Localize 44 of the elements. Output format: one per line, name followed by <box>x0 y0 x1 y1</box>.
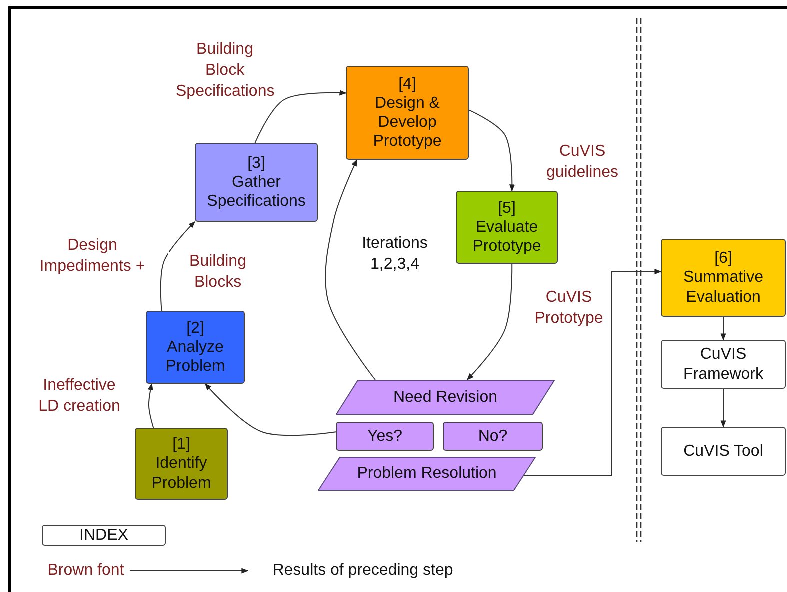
process-box <box>195 143 318 222</box>
node-label: CuVIS Tool <box>684 442 764 462</box>
node-label: Problem Resolution <box>357 464 497 484</box>
process-box <box>661 239 786 317</box>
node-label: Yes? <box>368 426 402 446</box>
node-label: Summative Evaluation <box>682 268 765 307</box>
output-box <box>661 427 786 476</box>
node-label: Evaluate Prototype <box>472 218 542 256</box>
legend-text: Brown font <box>48 561 124 581</box>
option-box <box>443 422 543 451</box>
arrow <box>466 264 513 380</box>
legend-text: Results of preceding step <box>272 561 454 581</box>
arrow <box>720 316 726 341</box>
process-box <box>346 66 469 160</box>
arrow <box>130 568 249 574</box>
process-box <box>135 428 228 500</box>
node-label: CuVIS Framework <box>682 345 764 384</box>
edge-label: Building Block Specifications <box>176 40 274 102</box>
node-label: Gather Specifications <box>206 172 307 212</box>
node-label: Analyze Problem <box>164 338 226 376</box>
arrow <box>204 383 336 436</box>
node-label: [6] <box>714 249 732 268</box>
node-label: [1] <box>172 435 190 454</box>
process-box <box>146 311 245 384</box>
arrow <box>148 383 154 428</box>
option-box <box>336 422 434 451</box>
node-label: INDEX <box>80 526 128 546</box>
arrow <box>254 90 347 144</box>
node-label: No? <box>478 426 508 446</box>
node-label: Need Revision <box>393 388 498 408</box>
index-box <box>42 525 166 546</box>
node-label: Identify Problem <box>150 454 212 493</box>
arrow <box>160 222 196 312</box>
arrow <box>325 159 376 380</box>
arrow <box>524 269 662 477</box>
arrow <box>720 388 726 428</box>
node-label: [5] <box>498 198 516 218</box>
output-box <box>661 340 786 389</box>
node-label: [4] <box>398 74 416 94</box>
node-label: [2] <box>186 318 204 338</box>
arrow <box>468 110 516 192</box>
process-box <box>456 191 558 264</box>
node-label: Design & Develop Prototype <box>372 94 443 152</box>
node-label: [3] <box>248 154 266 173</box>
